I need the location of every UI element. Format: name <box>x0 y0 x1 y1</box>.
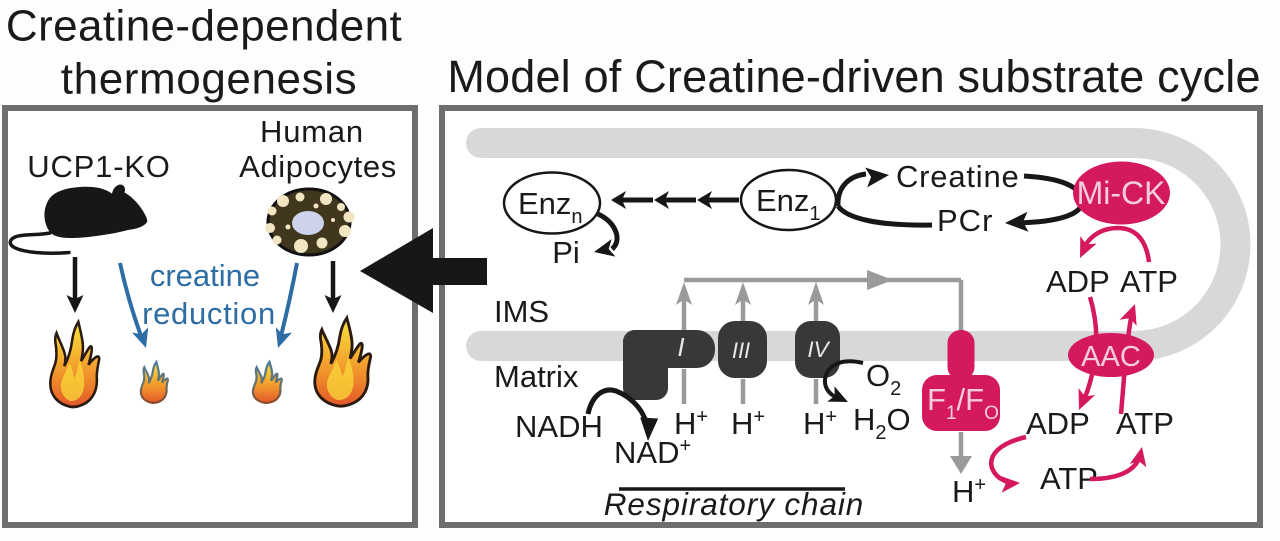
svg-text:Creatine-dependent: Creatine-dependent <box>6 2 402 51</box>
svg-text:NAD+: NAD+ <box>614 435 691 470</box>
svg-text:Pi: Pi <box>552 235 580 270</box>
svg-text:ATP: ATP <box>1116 406 1174 441</box>
svg-text:IV: IV <box>807 337 830 362</box>
svg-text:ADP: ADP <box>1046 264 1110 299</box>
svg-text:PCr: PCr <box>937 203 993 238</box>
svg-text:Human: Human <box>260 114 364 149</box>
svg-text:ATP: ATP <box>1040 461 1098 496</box>
svg-text:AAC: AAC <box>1081 341 1141 373</box>
svg-text:F1/FO: F1/FO <box>927 382 999 424</box>
svg-text:Respiratory chain: Respiratory chain <box>604 486 864 522</box>
svg-text:ATP: ATP <box>1120 264 1178 299</box>
svg-text:IMS: IMS <box>494 294 549 329</box>
svg-text:thermogenesis: thermogenesis <box>61 55 357 104</box>
svg-text:III: III <box>732 338 750 363</box>
svg-text:Mi-CK: Mi-CK <box>1077 175 1166 211</box>
svg-text:I: I <box>677 332 684 362</box>
svg-text:Matrix: Matrix <box>494 359 579 394</box>
svg-text:UCP1-KO: UCP1-KO <box>27 149 170 184</box>
svg-text:NADH: NADH <box>515 409 603 444</box>
svg-text:creatine: creatine <box>150 258 260 293</box>
svg-text:ADP: ADP <box>1026 406 1090 441</box>
svg-text:reduction: reduction <box>142 296 276 331</box>
svg-text:Model of Creatine-driven subst: Model of Creatine-driven substrate cycle <box>447 51 1260 102</box>
svg-text:Creatine: Creatine <box>896 159 1020 194</box>
svg-text:Adipocytes: Adipocytes <box>239 149 397 184</box>
